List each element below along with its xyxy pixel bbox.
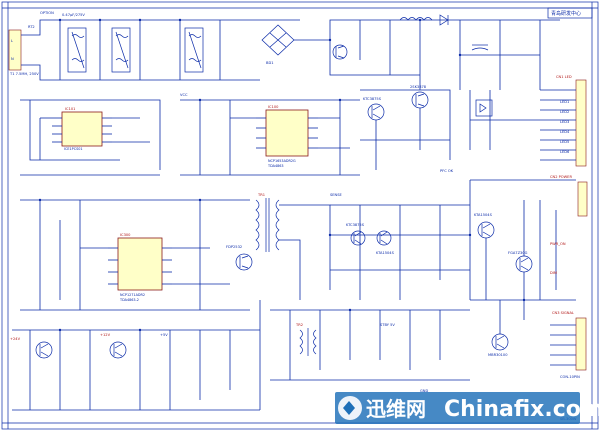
ic300-part: NCP1271ADR2 — [120, 293, 145, 297]
pfc-ok-label: PFC OK — [440, 169, 454, 173]
dim-label: DIM — [550, 271, 557, 275]
q2-label: 2SK3878 — [410, 85, 427, 89]
ic101-part: ICE1PCS01 — [64, 147, 83, 151]
cn1-label: CN1 LED — [556, 75, 572, 79]
junction-dots — [38, 18, 526, 332]
ic101-body — [61, 111, 103, 147]
ac-filter-wires — [21, 19, 300, 81]
q4-transistor — [350, 230, 366, 246]
ic300-sub: TDA4863-2 — [119, 298, 139, 302]
ic101-wiring — [20, 99, 161, 176]
con-10pin-label: CON-10PIN — [560, 375, 580, 379]
vout1-label: +24V — [10, 337, 21, 341]
cn2-label: CN2 POWER — [550, 175, 572, 179]
watermark-right-text: Chinafix.com — [444, 397, 600, 422]
cn3-pin-wires — [550, 324, 576, 366]
ic101-pins — [52, 117, 112, 143]
gnd-label: GND — [420, 389, 428, 393]
q7-transistor — [515, 255, 533, 273]
center-right-wiring — [360, 89, 540, 170]
stby-label: STBY 5V — [380, 323, 395, 327]
transformer-tr1 — [255, 198, 280, 252]
ic100-wiring — [180, 99, 360, 176]
common-mode-choke-2 — [111, 27, 131, 73]
q5-label: KTA1504S — [376, 251, 395, 255]
mains-label: T1 7.5MH, 250V — [9, 72, 39, 76]
led1-label: LED1 — [560, 100, 569, 104]
ic101-label: IC101 — [65, 107, 75, 111]
sense-label: SENSE — [330, 193, 343, 197]
cn1-pin-wires — [540, 89, 576, 161]
q3-transistor — [367, 103, 385, 121]
bottom-middle-wiring — [270, 309, 470, 381]
tr1-label: TR1 — [257, 193, 265, 197]
q7-label: FGA7Z30G — [508, 251, 528, 255]
ic300-pins — [108, 247, 172, 285]
secondary-wiring — [279, 179, 576, 300]
q-bottom-left-2 — [109, 341, 127, 359]
vout2-label: +12V — [100, 333, 111, 337]
pfc-mosfet — [332, 44, 348, 60]
led2-label: LED2 — [560, 110, 569, 114]
line-l-label: L — [11, 39, 13, 43]
ic100-label: IC100 — [268, 105, 279, 109]
optocoupler — [475, 99, 493, 117]
q-bottom-left-1 — [35, 341, 53, 359]
cn2-connector — [577, 181, 588, 217]
vout3-label: +5V — [160, 333, 168, 337]
led5-label: LED5 — [560, 140, 569, 144]
q2-mosfet — [411, 91, 429, 109]
ic100-body — [265, 109, 309, 157]
ic300-wiring — [20, 199, 250, 311]
ic300-label: IC300 — [120, 233, 131, 237]
ic100-part: NCP1653ADR2G — [268, 159, 296, 163]
ic100-pins — [256, 117, 318, 149]
ic100-sub: TDA4863 — [267, 164, 284, 168]
q-main-label: FDP2532 — [226, 245, 242, 249]
cn1-connector — [575, 79, 587, 167]
bridge-label: BD1 — [266, 61, 274, 65]
q8-transistor — [491, 333, 509, 351]
cn3-label: CN3 SIGNAL — [552, 311, 574, 315]
q4-label: KTC3875S — [346, 223, 365, 227]
q8-label: MBR30100 — [488, 353, 508, 357]
pfc-inductor — [399, 17, 433, 21]
pfc-diode — [439, 14, 449, 26]
ic300-body — [117, 237, 163, 291]
fuse-label: OPTION — [40, 11, 54, 15]
ac-input-connector — [8, 29, 22, 71]
q5-transistor — [376, 230, 392, 246]
q6-transistor — [477, 221, 495, 239]
vcc-label: VCC — [180, 93, 188, 97]
line-n-label: N — [11, 57, 14, 61]
main-switch-mosfet — [235, 253, 253, 271]
cn3-connector — [575, 317, 587, 371]
q3-label: KTC3875S — [363, 97, 382, 101]
tr2-label: TR2 — [295, 323, 303, 327]
transformer-tr2 — [299, 328, 317, 356]
q6-label: KTA1504S — [474, 213, 493, 217]
common-mode-choke-3 — [184, 27, 204, 73]
led3-label: LED3 — [560, 120, 569, 124]
watermark: 迅维网 Chinafix.com — [335, 392, 600, 424]
bulk-capacitor — [471, 44, 489, 51]
title-block-text: 青岛研发中心 — [551, 10, 581, 17]
common-mode-choke-1 — [67, 27, 87, 73]
title-block — [547, 7, 593, 19]
pwr-on-label: PWR_ON — [550, 242, 566, 246]
bridge-rectifier — [261, 24, 295, 56]
rt-label: RT2 — [28, 25, 35, 29]
cap-x-label: 0.47µF/275V — [62, 13, 85, 17]
bottom-left-wiring — [12, 300, 261, 411]
watermark-left-text: 迅维网 — [366, 397, 426, 421]
led6-label: LED6 — [560, 150, 570, 154]
led4-label: LED4 — [560, 130, 570, 134]
